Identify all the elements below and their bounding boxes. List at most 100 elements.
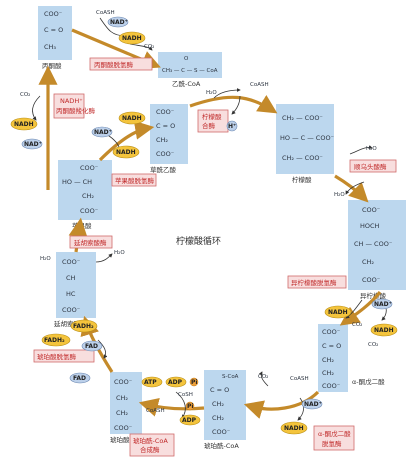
fumarate-box [56, 252, 96, 318]
isocitrate-line-5: COO⁻ [362, 276, 380, 284]
malate-box [58, 160, 112, 220]
arrow-succoa-to-succinate [138, 398, 205, 417]
pill-nadh-akgdh: NADH [280, 421, 308, 435]
pill-nad-pdh: NAD⁺ [107, 16, 129, 28]
pyruvate-line-2: C = O [44, 26, 63, 34]
water-fumarase-2: H₂O [114, 250, 125, 256]
svg-text:ATP: ATP [144, 379, 157, 386]
coash-akgdh: CoASH [290, 376, 309, 382]
akg-name: α-酮戊二酸 [352, 377, 385, 386]
arrow-co2-release-pdh [129, 43, 153, 51]
oaa-line-4: COO⁻ [156, 150, 174, 158]
water-aconitase-1: H₂O [366, 146, 377, 152]
pyruvate-line-3: CH₃ [44, 43, 56, 51]
akg-line-2: C = O [322, 342, 341, 350]
svg-text:合酶: 合酶 [202, 121, 216, 130]
oxaloacetate-box [150, 104, 188, 164]
svg-text:NAD⁺: NAD⁺ [304, 401, 322, 408]
pill-nad-idh: NAD⁺ [371, 298, 393, 310]
acetyl-coa-name: 乙酰-CoA [172, 79, 201, 88]
pyruvate-line-1: COO⁻ [44, 10, 62, 18]
enzyme-succinyl-synthetase: 琥珀酰-CoA 合成酶 [129, 433, 175, 457]
malate-line-2: HO — CH [62, 178, 92, 186]
co2-idh-2: CO₂ [368, 342, 378, 348]
svg-text:NADH: NADH [116, 149, 136, 156]
citrate-name: 柠檬酸 [292, 175, 312, 184]
isocitrate-line-4: CH₂ [362, 258, 374, 266]
pill-fad-1: FAD [81, 340, 103, 352]
svg-text:ADP: ADP [168, 379, 183, 386]
acetyl-coa-box [158, 52, 222, 78]
succoa-line-5: COO⁻ [212, 428, 230, 436]
svg-text:琥珀酸脱氢酶: 琥珀酸脱氢酶 [37, 352, 77, 361]
pill-h-plus: H⁺ [226, 120, 238, 132]
svg-text:FADH₂: FADH₂ [73, 323, 94, 330]
oaa-line-2: C = O [156, 122, 175, 130]
svg-text:Pi: Pi [187, 403, 193, 410]
pill-nadh-idh-2: NADH [324, 305, 352, 319]
pill-adp-2: ADP [179, 414, 201, 426]
svg-text:FAD: FAD [73, 375, 86, 382]
svg-text:丙酮酸羧化酶: 丙酮酸羧化酶 [56, 106, 96, 115]
svg-text:NADH: NADH [122, 115, 142, 122]
svg-text:H⁺: H⁺ [228, 123, 236, 130]
svg-text:顺乌头酸酶: 顺乌头酸酶 [354, 162, 387, 171]
arrow-co2-idh [345, 299, 363, 319]
enzyme-fumarase: 延胡索酸酶 [69, 235, 113, 249]
citrate-line-1: CH₂ — COO⁻ [282, 114, 323, 122]
fumarate-line-1: COO⁻ [62, 258, 80, 266]
svg-text:合成酶: 合成酶 [140, 445, 160, 454]
pill-atp: ATP [141, 376, 163, 388]
svg-text:琥珀酰-CoA: 琥珀酰-CoA [133, 436, 168, 445]
pill-nadh-idh: NADH [370, 323, 398, 337]
arrow-oaa-to-citrate [189, 95, 278, 114]
svg-text:NAD⁺: NAD⁺ [94, 129, 112, 136]
coash-pdh: CoASH [96, 10, 115, 16]
pill-pi-1: Pi [189, 377, 199, 387]
arrow-akg-to-succoa [243, 390, 320, 419]
water-fumarase-1: H₂O [40, 256, 51, 262]
coash-succsynth: CoASH [146, 408, 165, 414]
pill-fad-2: FAD [69, 372, 91, 384]
arrow-nadh-pc [32, 95, 41, 121]
svg-text:NADH: NADH [284, 425, 304, 432]
svg-text:脱氢酶: 脱氢酶 [322, 439, 342, 448]
enzyme-mdh: 苹果酸脱氢酶 [111, 173, 157, 187]
arrow-malate-to-oaa [98, 120, 155, 162]
svg-text:Pi: Pi [191, 379, 197, 386]
succinate-name: 琥珀酸 [110, 435, 130, 444]
pill-nadh-pdh: NADH [118, 31, 146, 45]
cosh-succsynth: CoSH [178, 392, 193, 398]
alpha-kg-box [318, 324, 348, 392]
co2-akgdh: CO₂ [258, 374, 268, 380]
co2-pc: CO₂ [20, 92, 30, 98]
svg-text:苹果酸脱氢酶: 苹果酸脱氢酶 [115, 176, 155, 185]
arrow-water-in-citrate [213, 88, 241, 99]
pill-fadh2-2: FADH₂ [70, 319, 98, 333]
succoa-name: 琥珀酰-CoA [204, 441, 239, 450]
svg-text:FAD: FAD [85, 343, 98, 350]
arrow-fad-sdh [97, 339, 108, 359]
arrow-citrate-to-isocitrate [334, 174, 369, 203]
akg-line-5: COO⁻ [322, 382, 340, 390]
succinate-line-2: CH₂ [116, 394, 128, 402]
malate-line-1: COO⁻ [80, 164, 98, 172]
isocitrate-line-2: HOCH [360, 222, 380, 230]
svg-text:NADH: NADH [374, 327, 394, 334]
succinate-line-4: COO⁻ [114, 424, 132, 432]
isocitrate-line-3: CH — COO⁻ [354, 240, 392, 248]
svg-text:NAD⁺: NAD⁺ [374, 301, 392, 308]
fumarate-line-3: HC [66, 290, 76, 298]
citrate-line-2: HO — C — COO⁻ [280, 134, 334, 142]
enzyme-pdh: 丙酮酸脱氢酶 [89, 57, 153, 71]
arrow-isocitrate-to-akg [339, 291, 382, 326]
pill-nad-akgdh: NAD⁺ [301, 398, 323, 410]
oaa-name: 草酰乙酸 [150, 165, 177, 174]
pill-pi-2: Pi [185, 401, 195, 411]
succinyl-coa-box [204, 370, 246, 440]
pill-nadh-mdh-2: NADH [118, 111, 146, 125]
svg-text:异柠檬酸脱氢酶: 异柠檬酸脱氢酶 [291, 278, 337, 287]
arrow-water-aconitase-in [345, 181, 365, 195]
arrow-water-fumarase [95, 253, 113, 263]
